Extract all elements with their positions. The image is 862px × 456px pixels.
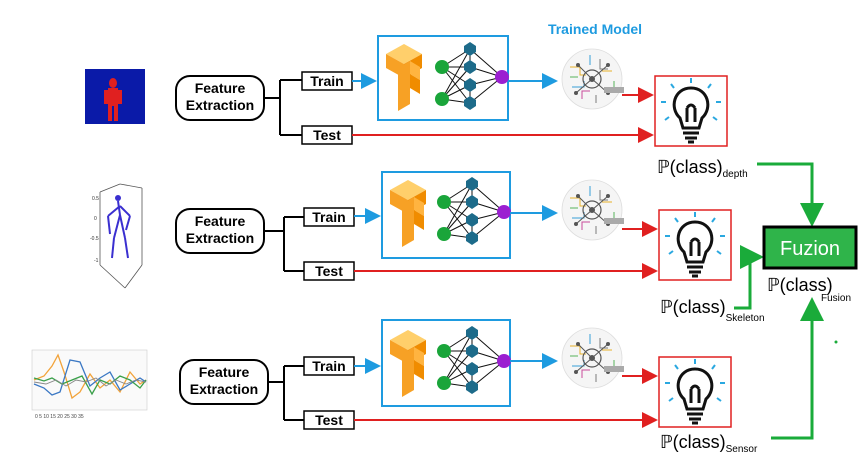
probability-label-skeleton: ℙ(class)Skeleton [660,297,765,324]
svg-text:-1: -1 [94,258,99,264]
trained-model-brain-icon [561,179,625,241]
row-skeleton: 0.5 0 -0.5 -1 Feature Extraction Train [90,171,765,324]
trained-model-brain-icon [561,48,625,110]
neural-network-icon [434,41,510,111]
test-label: Test [315,263,343,279]
svg-text:0 5 10 15 20 25 30: 0 5 10 15 20 25 30 35 [35,414,84,420]
row-sensor: 0 5 10 15 20 25 30 35 Feature Extraction… [31,319,758,455]
trained-model-label: Trained Model [548,21,642,37]
svg-text:0.5: 0.5 [92,196,99,202]
tensorflow-logo-icon [386,44,422,111]
fusion-box [762,225,858,270]
feature-extraction-label-line1: Feature [199,364,250,380]
train-label: Train [312,358,345,374]
tensorflow-logo-icon [390,330,426,397]
feature-extraction-label-line2: Extraction [186,230,254,246]
train-label: Train [310,73,343,89]
model-training-box-sensor [381,319,511,407]
svg-text:-0.5: -0.5 [90,236,99,242]
sensor-signal-plot-thumbnail: 0 5 10 15 20 25 30 35 [31,349,148,420]
feature-extraction-label-line1: Feature [195,80,246,96]
neural-network-icon [436,176,512,246]
skeleton-plot-thumbnail: 0.5 0 -0.5 -1 [90,183,143,289]
feature-extraction-label-line2: Extraction [186,97,254,113]
depth-image-thumbnail [85,69,145,124]
test-label: Test [313,127,341,143]
row-depth: Feature Extraction Train Test ℙ(class)de… [85,35,748,180]
test-label: Test [315,412,343,428]
tensorflow-logo-icon [390,180,426,247]
svg-text:0: 0 [94,216,97,222]
trained-model-brain-icon [561,327,625,389]
probability-label-sensor: ℙ(class)Sensor [660,432,758,455]
probability-label-fusion: ℙ(class)Fusion [767,275,851,304]
fusion-label: Fuzion [780,238,840,260]
fusion-section: Fuzion ℙ(class)Fusion [734,162,858,440]
feature-extraction-label-line1: Feature [195,213,246,229]
feature-extraction-label-line2: Extraction [190,381,258,397]
train-label: Train [312,209,345,225]
neural-network-icon [436,325,512,395]
probability-label-depth: ℙ(class)depth [657,157,748,180]
